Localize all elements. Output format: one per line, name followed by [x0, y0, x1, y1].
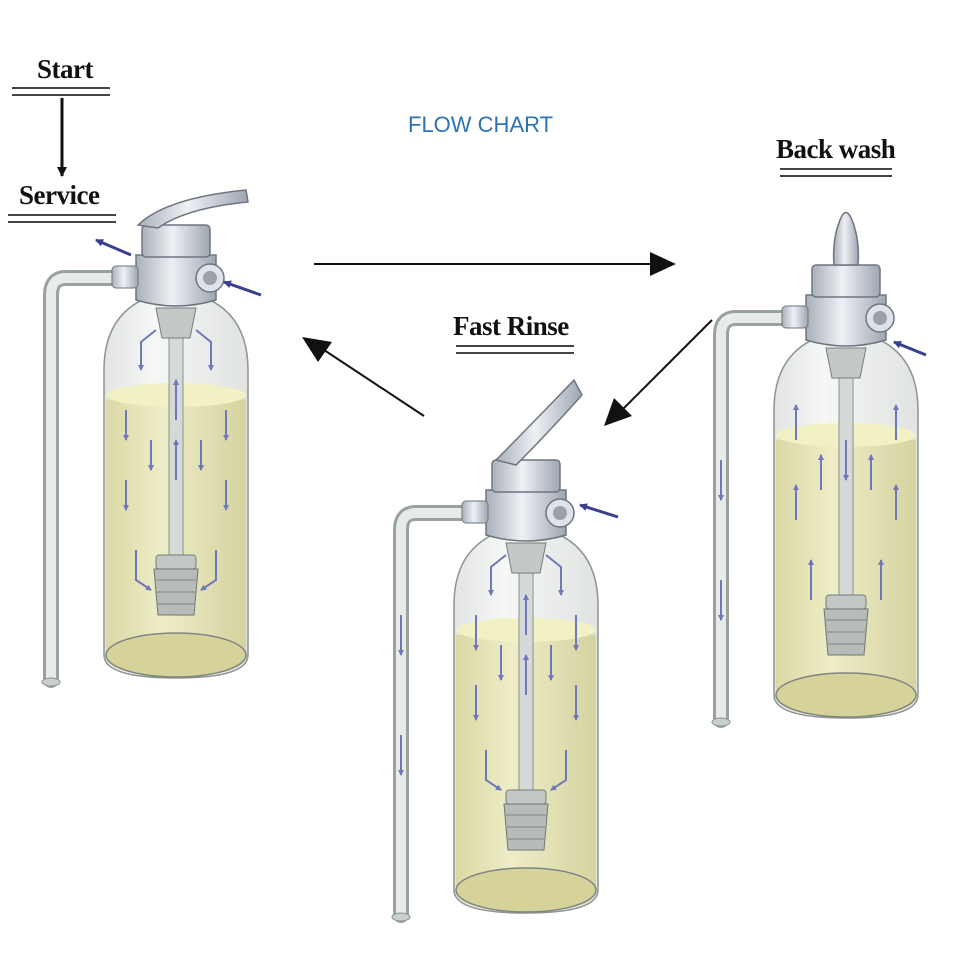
- service-tank-illustration: [42, 189, 262, 686]
- fastrinse-to-service-arrow: [317, 345, 425, 417]
- backwash-to-fastrinse-arrow: [611, 319, 713, 421]
- step-label-start: Start: [37, 54, 93, 84]
- underline-fastrinse: [456, 345, 574, 354]
- underline-start: [12, 87, 110, 96]
- backwash-tank-illustration: [712, 211, 927, 727]
- underline-backwash: [780, 168, 892, 177]
- step-label-backwash: Back wash: [776, 134, 896, 164]
- step-label-fastrinse: Fast Rinse: [453, 311, 569, 341]
- diagram-title: FLOW CHART: [408, 112, 554, 137]
- underline-service: [8, 214, 116, 223]
- fastrinse-tank-illustration: [392, 378, 619, 921]
- step-label-service: Service: [19, 180, 100, 210]
